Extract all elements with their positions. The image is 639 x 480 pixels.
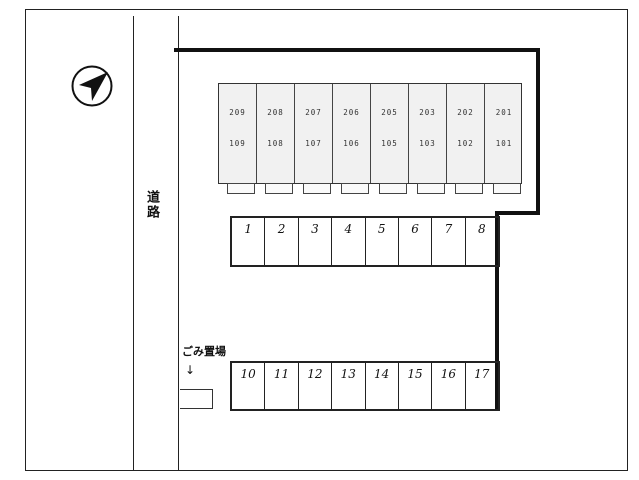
- garbage-area-label: ごみ置場: [182, 345, 226, 358]
- parking-space-number: 17: [474, 367, 490, 381]
- building-unit: 207 107: [295, 84, 333, 183]
- parking-space-number: 14: [374, 367, 390, 381]
- parking-space: 14: [366, 363, 399, 409]
- parking-space-number: 13: [340, 367, 356, 381]
- building-unit: 201 101: [485, 84, 523, 183]
- parking-space: 12: [299, 363, 333, 409]
- site-plan-frame: [25, 9, 628, 471]
- unit-step: [341, 183, 369, 194]
- parking-space-number: 3: [311, 222, 319, 236]
- building-unit: 206 106: [333, 84, 371, 183]
- parking-row-top: 1 2 3 4 5 6 7 8: [230, 216, 500, 267]
- parking-space-number: 8: [477, 222, 486, 236]
- unit-step: [265, 183, 293, 194]
- road-edge-right: [178, 16, 179, 471]
- room-number-upper: 205: [381, 108, 398, 117]
- room-number-lower: 106: [343, 139, 360, 148]
- parking-space: 2: [265, 218, 299, 265]
- road-label: 道路: [144, 190, 159, 220]
- room-number-upper: 209: [229, 108, 246, 117]
- parking-space: 1: [232, 218, 266, 265]
- north-arrow-icon: [71, 65, 113, 107]
- parking-space-number: 11: [273, 367, 290, 381]
- unit-step: [227, 183, 255, 194]
- parking-space: 7: [432, 218, 466, 265]
- parking-space-number: 6: [411, 222, 419, 236]
- room-number-lower: 107: [305, 139, 322, 148]
- parking-space-number: 15: [407, 367, 423, 381]
- parking-row-bottom: 10 11 12 13 14 15 16 17: [230, 361, 500, 411]
- building-unit: 202 102: [447, 84, 485, 183]
- parking-space: 8: [466, 218, 498, 265]
- parking-space-number: 4: [344, 222, 353, 236]
- parking-space: 16: [432, 363, 466, 409]
- parking-space: 11: [265, 363, 299, 409]
- room-number-lower: 101: [495, 139, 513, 148]
- unit-step: [379, 183, 407, 194]
- parking-space-number: 12: [307, 367, 323, 381]
- unit-step: [493, 183, 521, 194]
- garbage-arrow-icon: ↓: [185, 363, 196, 377]
- unit-step: [455, 183, 483, 194]
- building-unit: 209 109: [219, 84, 257, 183]
- parking-space: 6: [399, 218, 433, 265]
- parking-space: 17: [466, 363, 498, 409]
- room-number-upper: 201: [495, 108, 513, 117]
- unit-step: [303, 183, 331, 194]
- parking-space: 10: [232, 363, 266, 409]
- parking-space-number: 7: [444, 222, 453, 236]
- parking-space-number: 16: [440, 367, 457, 381]
- parking-space: 5: [366, 218, 399, 265]
- parking-space: 15: [399, 363, 433, 409]
- parking-space-number: 2: [277, 222, 286, 236]
- road-edge-left: [133, 16, 134, 471]
- parking-space-number: 5: [377, 222, 386, 236]
- room-number-upper: 203: [419, 108, 436, 117]
- parking-space-number: 10: [240, 367, 256, 381]
- room-number-lower: 108: [267, 139, 284, 148]
- parking-space-number: 1: [244, 222, 252, 236]
- apartment-building: 209 109 208 108 207 107 206 106 205 105 203 103 202 1…: [218, 83, 522, 184]
- building-unit: 208 108: [257, 84, 295, 183]
- room-number-upper: 206: [343, 108, 360, 117]
- building-unit: 205 105: [371, 84, 409, 183]
- room-number-lower: 105: [381, 139, 398, 148]
- room-number-lower: 109: [229, 139, 246, 148]
- parking-space: 3: [299, 218, 333, 265]
- room-number-lower: 103: [419, 139, 436, 148]
- parking-space: 13: [332, 363, 366, 409]
- room-number-upper: 207: [305, 108, 322, 117]
- room-number-upper: 208: [267, 108, 284, 117]
- room-number-lower: 102: [457, 139, 474, 148]
- building-unit: 203 103: [409, 84, 447, 183]
- unit-step: [417, 183, 445, 194]
- garbage-area: [180, 389, 213, 409]
- parking-space: 4: [332, 218, 366, 265]
- room-number-upper: 202: [457, 108, 474, 117]
